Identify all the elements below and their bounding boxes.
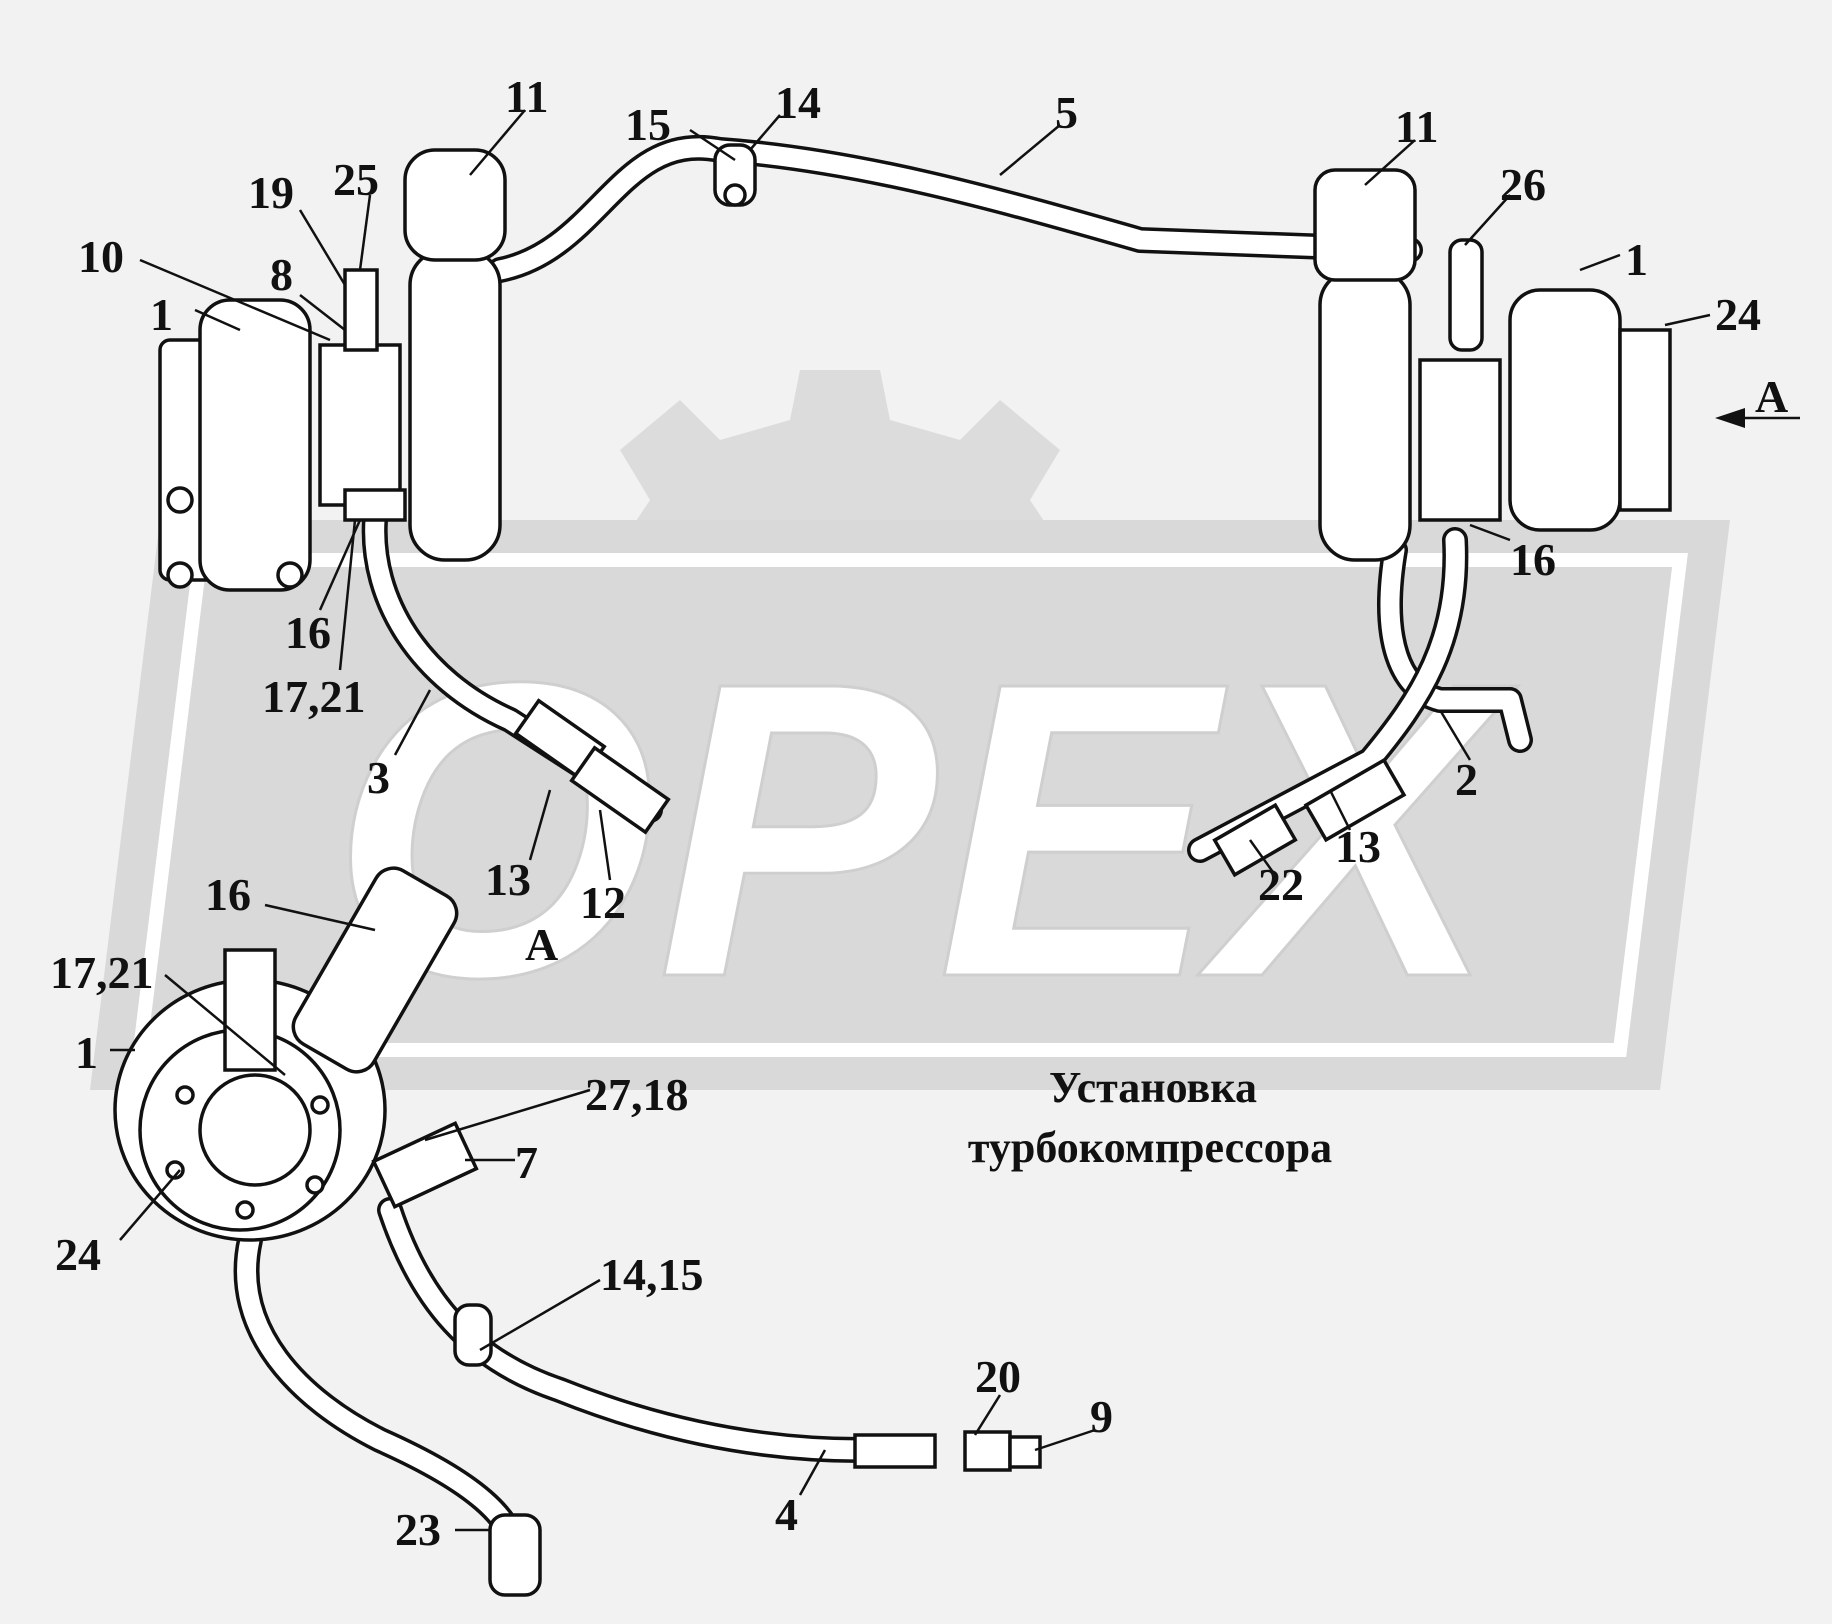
- pipe-23-drain-lower: [233, 1227, 529, 1573]
- callout-26: 26: [1500, 159, 1546, 210]
- nut-20: [963, 1430, 1012, 1472]
- leader-lines: [110, 109, 1711, 1532]
- callout-25: 25: [333, 154, 379, 205]
- caption: Установка турбокомпрессора: [968, 1063, 1332, 1172]
- callout-13-left: 13: [485, 854, 531, 905]
- callout-8: 8: [270, 249, 293, 300]
- callout-14: 14: [775, 77, 821, 128]
- view-arrow-label: A: [1755, 371, 1788, 422]
- fitting-9: [1008, 1435, 1042, 1469]
- flange-hole-5: [235, 1200, 255, 1220]
- drain-flange-left: [343, 488, 407, 522]
- callout-27-18: 27,18: [585, 1069, 689, 1120]
- callout-19: 19: [248, 167, 294, 218]
- callout-11-left: 11: [505, 71, 548, 122]
- callout-16-lower: 16: [205, 869, 251, 920]
- callout-17-21-lower: 17,21: [50, 947, 154, 998]
- callout-13-right: 13: [1335, 821, 1381, 872]
- callout-3: 3: [367, 752, 390, 803]
- callout-1-left: 1: [150, 289, 173, 340]
- callout-16-right: 16: [1510, 534, 1556, 585]
- clamp-13-left: [513, 698, 671, 835]
- callout-1-lower: 1: [75, 1027, 98, 1078]
- pipe-2-right-drain: [1187, 527, 1533, 863]
- callout-16-left: 16: [285, 607, 331, 658]
- view-a-turbocharger: [113, 866, 1042, 1597]
- caption-line-1: Установка: [1049, 1063, 1257, 1112]
- sleeve-23: [488, 1513, 542, 1597]
- bearing-housing-left: [318, 343, 402, 507]
- arrow-head-icon: [1715, 408, 1745, 428]
- hose-20: [853, 1433, 937, 1469]
- flange-hole-4: [305, 1175, 325, 1195]
- caption-line-2: турбокомпрессора: [968, 1123, 1332, 1172]
- bolt-hole-left-2: [166, 561, 194, 589]
- pipe-5-crossover: [487, 134, 1423, 283]
- callout-11-right: 11: [1395, 101, 1438, 152]
- pipe-3-left-drain: [361, 507, 663, 823]
- callout-12: 12: [580, 877, 626, 928]
- callout-1-right: 1: [1625, 234, 1648, 285]
- callout-15: 15: [625, 99, 671, 150]
- bolt-hole-left-3: [276, 561, 304, 589]
- callout-labels: 11 15 14 5 11 19 25 26 10 8 1 1 24 16 16…: [50, 71, 1761, 1555]
- compressor-housing-right: [1318, 268, 1412, 562]
- watermark-band-inner: [132, 553, 1688, 1057]
- outlet-bore-view-a: [198, 1073, 312, 1187]
- turbocharger-left: [158, 148, 507, 592]
- view-section-label: A: [525, 919, 558, 970]
- turbocharger-right: [1313, 168, 1672, 562]
- callout-20: 20: [975, 1351, 1021, 1402]
- fitting-view-a: [223, 948, 277, 1072]
- intake-right: [1313, 168, 1417, 282]
- callout-7: 7: [515, 1137, 538, 1188]
- callout-22: 22: [1258, 859, 1304, 910]
- flange-right: [1618, 328, 1672, 512]
- callout-9: 9: [1090, 1391, 1113, 1442]
- clamp-13-right: [1212, 757, 1407, 878]
- turbine-housing-left: [198, 298, 312, 592]
- turbine-housing-right: [1508, 288, 1622, 532]
- intake-hose-left: [403, 148, 507, 262]
- flange-hole-1: [175, 1085, 195, 1105]
- callout-5: 5: [1055, 87, 1078, 138]
- callout-4: 4: [775, 1489, 798, 1540]
- bolt-hole-left-1: [166, 486, 194, 514]
- bearing-housing-right: [1418, 358, 1502, 522]
- view-arrow: A A: [525, 371, 1800, 970]
- callout-24-right: 24: [1715, 289, 1761, 340]
- callout-17-21-top: 17,21: [262, 671, 366, 722]
- bracket-14: [713, 143, 757, 207]
- bracket-7: [371, 1120, 479, 1210]
- callout-23: 23: [395, 1504, 441, 1555]
- drain-pipe-view-a: [291, 866, 459, 1074]
- callout-2: 2: [1455, 754, 1478, 805]
- flange-hole-3: [165, 1160, 185, 1180]
- watermark-band: [90, 520, 1730, 1090]
- callout-14-15: 14,15: [600, 1249, 704, 1300]
- fitting-left: [343, 268, 379, 352]
- pipe-4-oil-supply: [377, 1197, 873, 1463]
- bracket-14-15: [453, 1303, 493, 1367]
- flange-hole-2: [310, 1095, 330, 1115]
- callout-24-lower: 24: [55, 1229, 101, 1280]
- fitting-right: [1448, 238, 1484, 352]
- compressor-housing-left: [408, 248, 502, 562]
- callout-10: 10: [78, 231, 124, 282]
